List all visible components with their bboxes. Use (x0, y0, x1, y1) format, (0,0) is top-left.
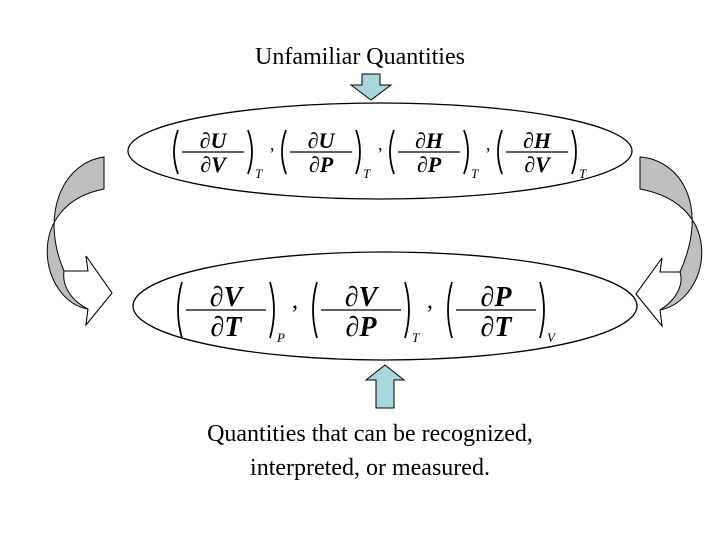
subscript: T (255, 166, 263, 181)
measurable-label-line-2: interpreted, or measured. (250, 455, 490, 481)
left-bracket (447, 281, 453, 339)
comma: , (292, 288, 298, 314)
numerator: ∂V (210, 282, 245, 313)
subscript: T (412, 330, 420, 345)
unfamiliar-ellipse (127, 102, 633, 200)
comma: , (427, 288, 433, 314)
down-arrow (349, 73, 393, 101)
right-bracket (539, 281, 545, 339)
right-bracket (269, 281, 275, 339)
numerator: ∂P (481, 282, 513, 313)
denominator: ∂P (346, 312, 378, 343)
unfamiliar-derivative-2: ∂U∂P T, (281, 128, 383, 181)
right-bracket (404, 281, 410, 339)
measurable-ellipse (132, 251, 638, 361)
right-curved-arrow-head (635, 257, 682, 328)
up-arrow (364, 364, 406, 409)
numerator: ∂H (415, 128, 444, 153)
left-curved-arrow-head (63, 255, 113, 327)
numerator: ∂V (345, 282, 380, 313)
unfamiliar-derivative-4: ∂H∂V T (497, 128, 587, 181)
denominator: ∂T (211, 312, 244, 343)
subscript: P (276, 330, 285, 345)
subscript: V (547, 330, 557, 345)
unfamiliar-derivative-3: ∂H∂P T, (389, 128, 491, 181)
comma: , (486, 134, 491, 154)
measurable-quantities-label: Quantities that can be recognized, inter… (160, 417, 580, 485)
numerator: ∂U (308, 128, 336, 153)
subscript: T (363, 166, 371, 181)
right-bracket (355, 129, 361, 175)
unfamiliar-quantities-label: Unfamiliar Quantities (255, 44, 465, 70)
left-bracket (389, 129, 395, 175)
left-bracket (281, 129, 287, 175)
left-bracket (173, 129, 179, 175)
subscript: T (471, 166, 479, 181)
numerator: ∂U (200, 128, 228, 153)
right-bracket (247, 129, 253, 175)
unfamiliar-derivative-1: ∂U∂V T, (173, 128, 275, 181)
measurable-derivative-3: ∂P∂T V (447, 281, 557, 345)
denominator: ∂P (417, 152, 442, 177)
comma: , (378, 134, 383, 154)
denominator: ∂V (200, 152, 228, 177)
numerator: ∂H (523, 128, 552, 153)
subscript: T (579, 166, 587, 181)
left-bracket (497, 129, 503, 175)
left-bracket (177, 281, 183, 339)
comma: , (270, 134, 275, 154)
denominator: ∂V (524, 152, 552, 177)
denominator: ∂P (309, 152, 334, 177)
right-bracket (571, 129, 577, 175)
measurable-derivative-1: ∂V∂T P, (177, 281, 298, 345)
measurable-derivative-2: ∂V∂P T, (312, 281, 433, 345)
denominator: ∂T (481, 312, 514, 343)
measurable-label-line-1: Quantities that can be recognized, (207, 421, 533, 447)
right-bracket (463, 129, 469, 175)
left-bracket (312, 281, 318, 339)
